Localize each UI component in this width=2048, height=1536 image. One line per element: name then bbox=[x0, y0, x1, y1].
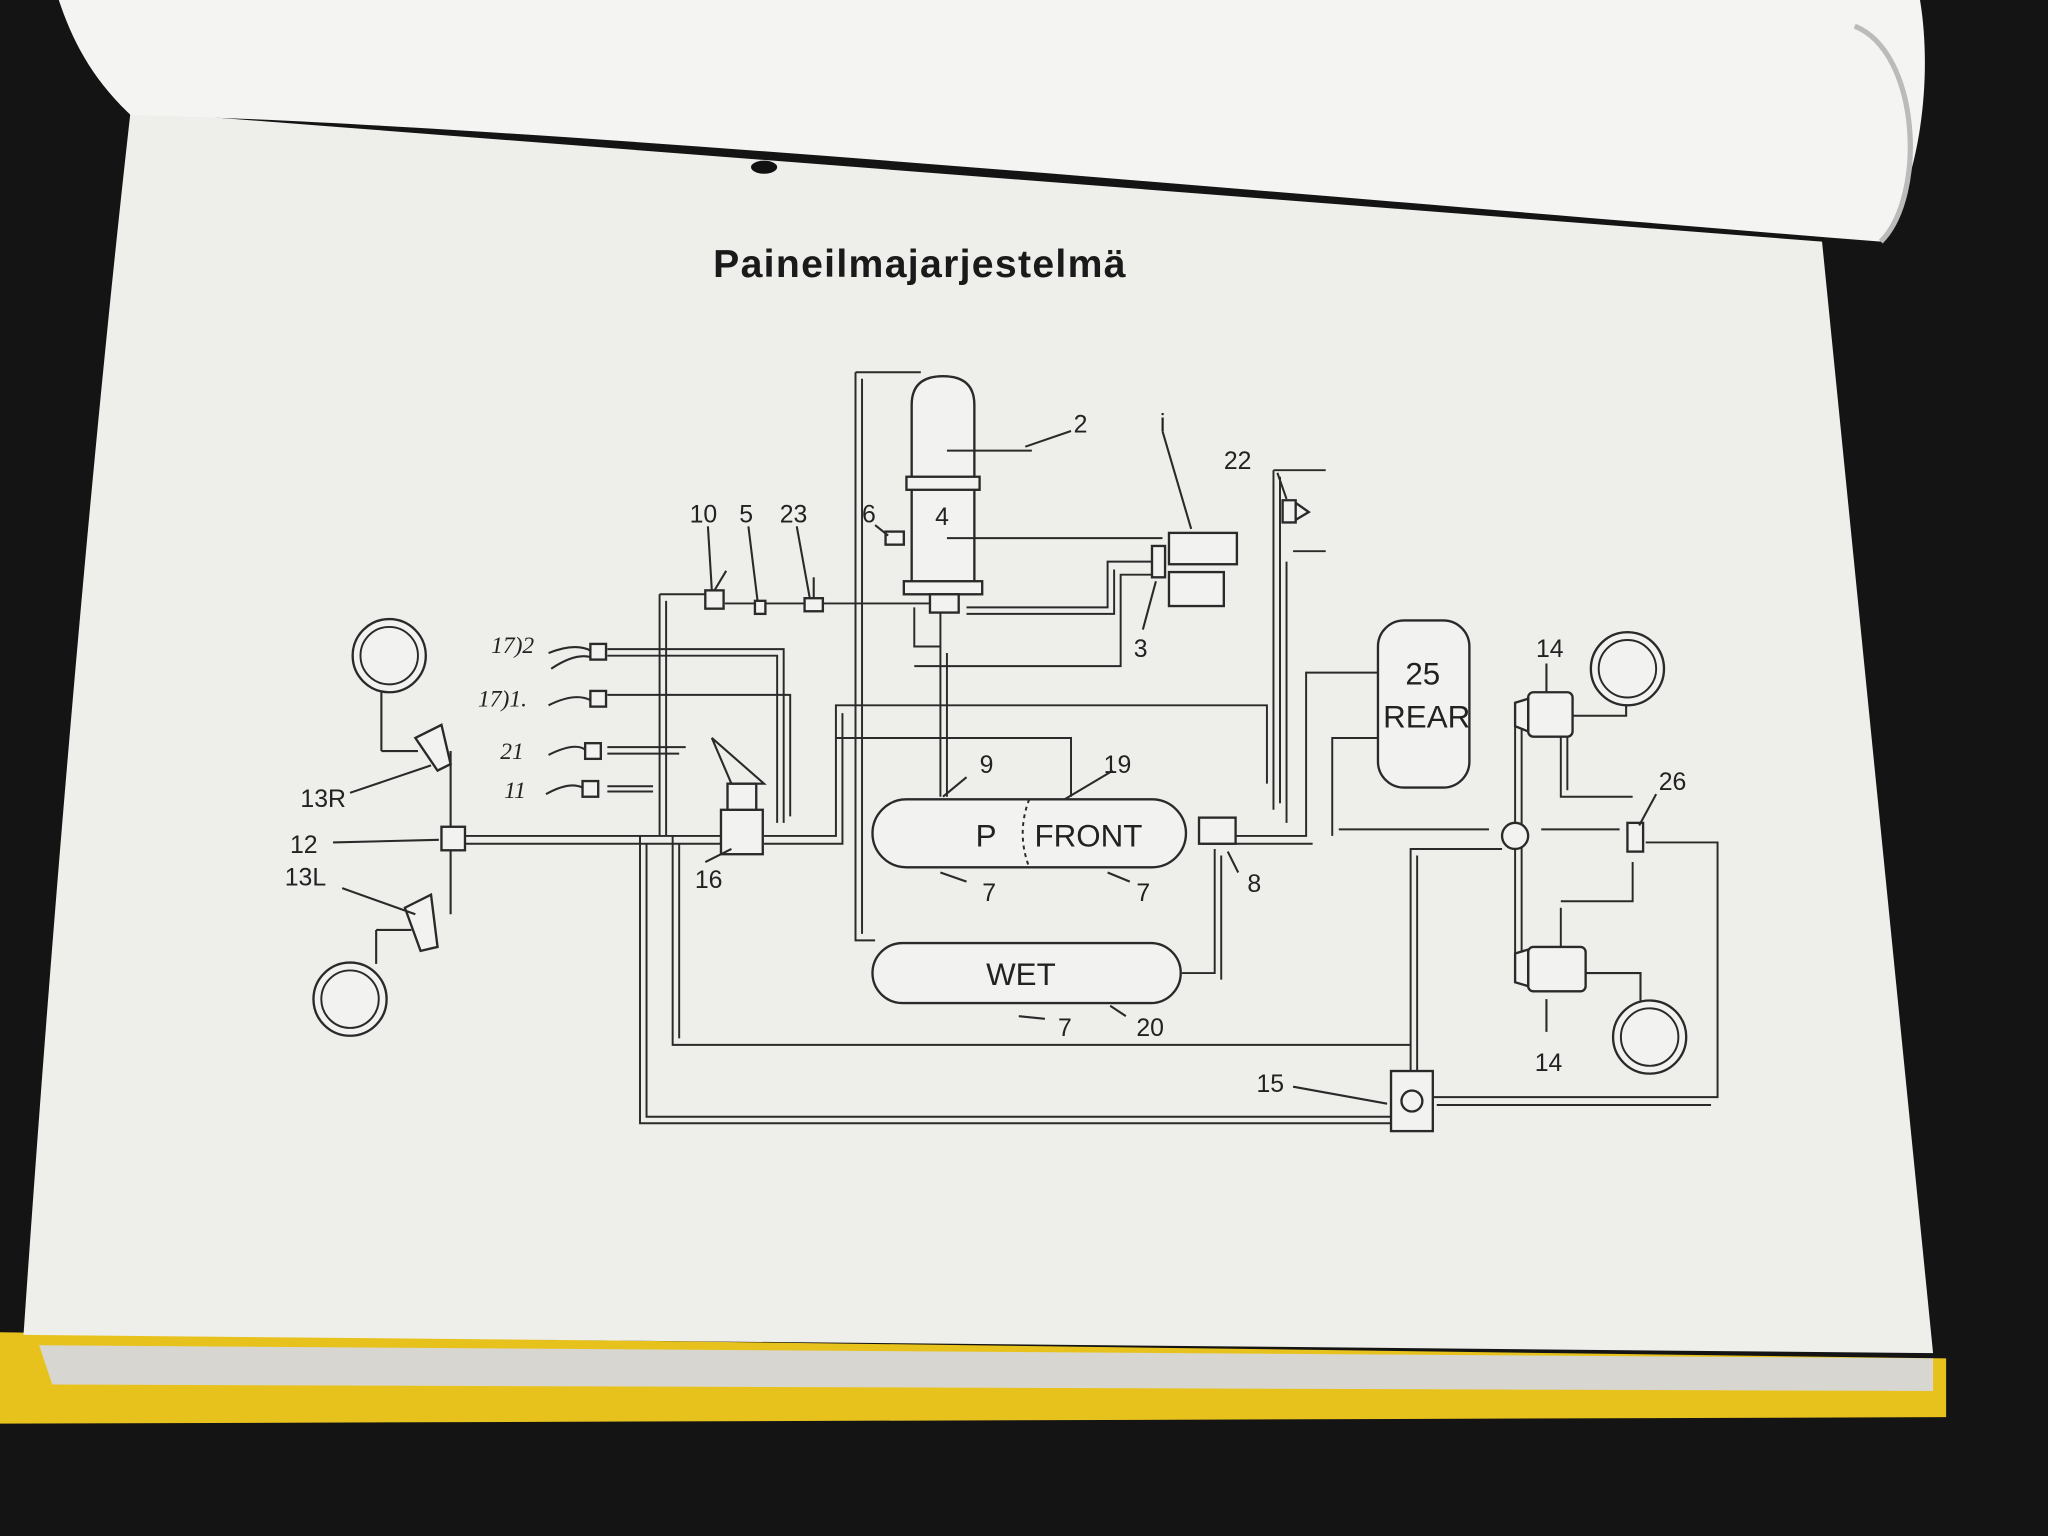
curled-page bbox=[58, 0, 1925, 242]
governor bbox=[1167, 531, 1239, 566]
label-21: 21 bbox=[500, 739, 524, 765]
page-stack bbox=[39, 1345, 1934, 1392]
label-17-2: 17)2 bbox=[491, 633, 534, 659]
label-13r: 13R bbox=[300, 786, 346, 813]
label-i: i bbox=[1160, 410, 1166, 437]
tank-label-wet: WET bbox=[986, 957, 1056, 992]
label-14: 14 bbox=[1536, 636, 1564, 663]
label-8: 8 bbox=[1247, 871, 1261, 898]
binder-hole bbox=[751, 160, 778, 174]
label-16: 16 bbox=[695, 867, 723, 894]
page-title: Paineilmajarjestelmä bbox=[713, 243, 1127, 286]
tank-label-p: P bbox=[976, 818, 997, 853]
label-2: 2 bbox=[1074, 411, 1088, 438]
brake-valve-16 bbox=[719, 808, 764, 856]
label-26: 26 bbox=[1659, 769, 1687, 796]
label-9: 9 bbox=[980, 752, 994, 779]
label-12: 12 bbox=[290, 832, 318, 859]
label-25: 25 bbox=[1405, 656, 1440, 691]
label-10: 10 bbox=[690, 501, 718, 528]
label-17-1: 17)1. bbox=[478, 687, 527, 713]
tee-12 bbox=[440, 825, 467, 852]
label-20: 20 bbox=[1136, 1015, 1164, 1042]
tank-rear bbox=[1376, 619, 1471, 789]
label-7: 7 bbox=[982, 880, 996, 907]
tank-label-rear: REAR bbox=[1383, 700, 1470, 735]
label-7: 7 bbox=[1058, 1015, 1072, 1042]
label-5: 5 bbox=[739, 501, 753, 528]
tank-wet bbox=[871, 941, 1182, 1005]
label-7: 7 bbox=[1136, 880, 1150, 907]
label-3: 3 bbox=[1134, 636, 1148, 663]
label-22: 22 bbox=[1224, 448, 1252, 475]
page bbox=[23, 111, 1934, 1354]
label-4: 4 bbox=[935, 504, 949, 531]
label-13l: 13L bbox=[285, 865, 326, 892]
tank-label-front: FRONT bbox=[1034, 818, 1142, 853]
label-14: 14 bbox=[1535, 1050, 1563, 1077]
label-23: 23 bbox=[780, 501, 808, 528]
label-6: 6 bbox=[862, 501, 876, 528]
pneumatic-diagram: P FRONT WET 25 REAR 2 i 2 bbox=[285, 371, 1719, 1133]
label-19: 19 bbox=[1104, 752, 1132, 779]
label-15: 15 bbox=[1256, 1071, 1284, 1098]
label-11: 11 bbox=[504, 778, 526, 804]
